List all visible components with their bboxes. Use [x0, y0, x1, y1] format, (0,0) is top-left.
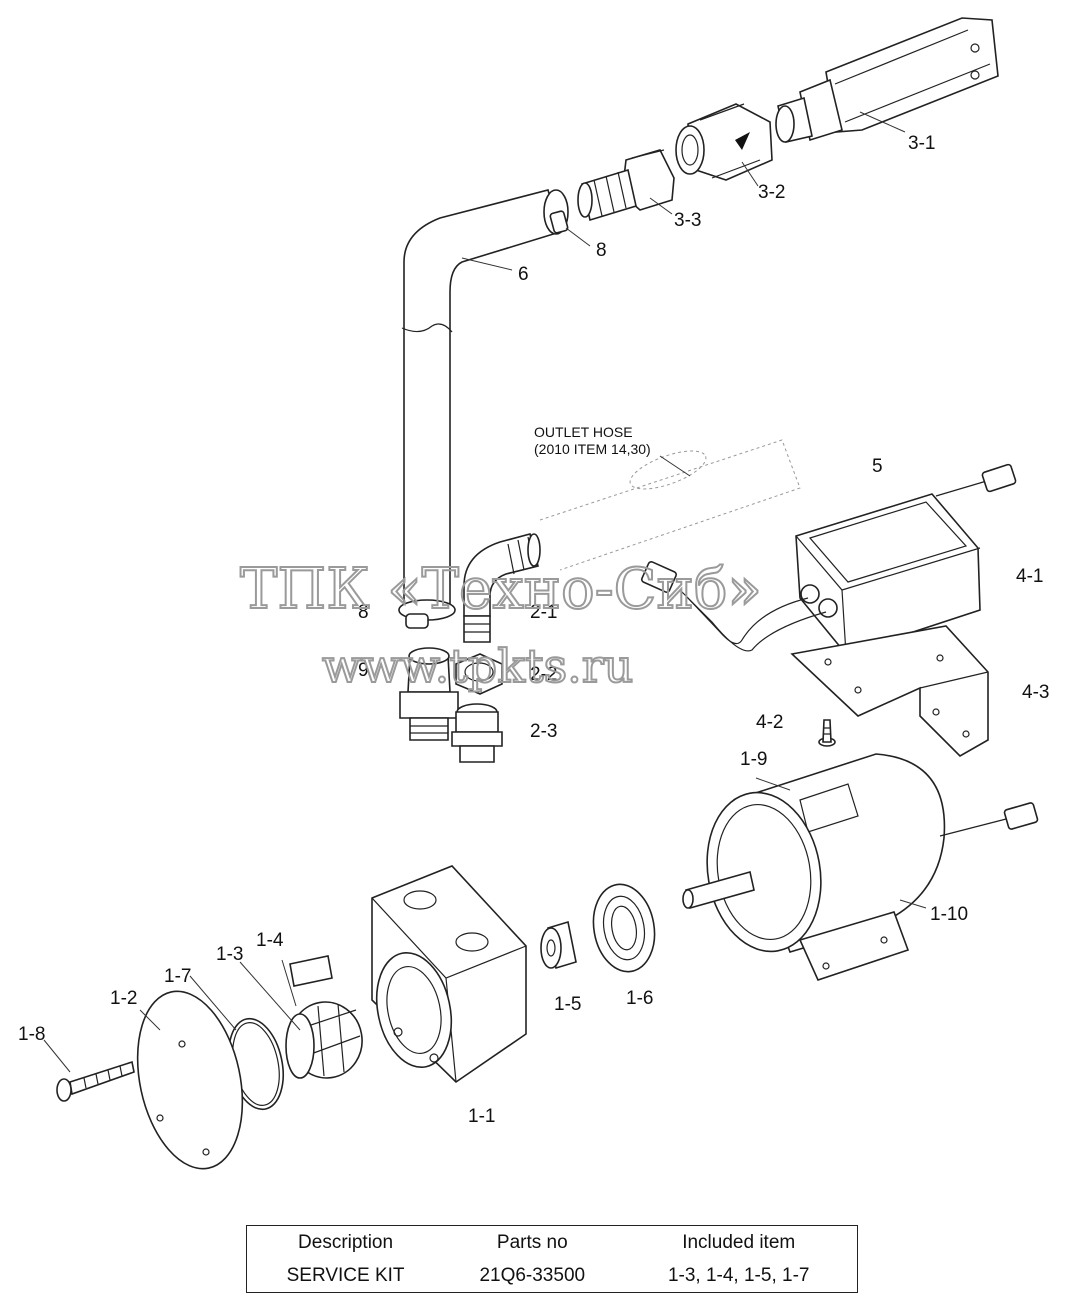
- part-8-lower-clamp: [398, 599, 456, 629]
- outlet-hose-note-line1: OUTLET HOSE: [534, 424, 633, 440]
- callout-3-2: 3-2: [758, 182, 785, 203]
- callout-1-7: 1-7: [164, 966, 191, 987]
- cell-included-item: 1-3, 1-4, 1-5, 1-7: [667, 1264, 810, 1286]
- callout-8-low: 8: [358, 602, 369, 623]
- part-6-bent-hose: [401, 189, 569, 613]
- part-2-3-adapter: [451, 703, 503, 763]
- outlet-hose-note-line2: (2010 ITEM 14,30): [534, 441, 651, 457]
- callout-1-5: 1-5: [554, 994, 581, 1015]
- service-kit-table: Description Parts no Included item SERVI…: [246, 1225, 858, 1293]
- callout-1-10: 1-10: [930, 904, 968, 925]
- callout-3-1: 3-1: [908, 133, 935, 154]
- callout-4-2: 4-2: [756, 712, 783, 733]
- part-1-1-pump-housing: [371, 865, 527, 1084]
- part-3-2-check-valve: [675, 103, 773, 181]
- part-4-3-bracket: [790, 625, 989, 757]
- part-2-1-elbow-barb: [463, 439, 801, 643]
- callout-1-8: 1-8: [18, 1024, 45, 1045]
- callout-1-6: 1-6: [626, 988, 653, 1009]
- part-3-1-hex-adapter: [775, 17, 999, 143]
- outlet-hose-note: OUTLET HOSE (2010 ITEM 14,30): [534, 424, 651, 457]
- part-1-3-impeller: [285, 1001, 363, 1079]
- callout-8-top: 8: [596, 240, 607, 261]
- part-2-2-nut: [455, 653, 503, 695]
- part-3-3-barb-fitting: [577, 149, 675, 222]
- watermark: ТПК «Техно-Сиб» www.tpkts.ru: [239, 556, 763, 694]
- callout-3-3: 3-3: [674, 210, 701, 231]
- part-1-5-spacer: [540, 920, 577, 970]
- callout-2-1: 2-1: [530, 602, 557, 623]
- callout-1-3: 1-3: [216, 944, 243, 965]
- part-1-4-key: [289, 955, 333, 987]
- part-4-1-controller-box: [640, 463, 1017, 655]
- table-header-row: Description Parts no Included item: [247, 1226, 858, 1260]
- part-1-6-bearing: [592, 883, 656, 973]
- callout-1-2: 1-2: [110, 988, 137, 1009]
- callout-9: 9: [358, 660, 369, 681]
- column-header-parts-no: Parts no: [496, 1231, 568, 1253]
- part-1-9-motor: [682, 753, 1039, 981]
- cell-parts-no: 21Q6-33500: [479, 1264, 586, 1286]
- part-1-2-cover-plate: [136, 990, 244, 1170]
- table-row: SERVICE KIT 21Q6-33500 1-3, 1-4, 1-5, 1-…: [247, 1259, 858, 1293]
- part-9-straight-fitting: [399, 647, 459, 741]
- callout-5: 5: [872, 456, 883, 477]
- cell-description: SERVICE KIT: [286, 1264, 405, 1286]
- leader-lines: [43, 111, 927, 1073]
- callout-1-1: 1-1: [468, 1106, 495, 1127]
- callout-4-3: 4-3: [1022, 682, 1049, 703]
- watermark-url: www.tpkts.ru: [322, 639, 633, 693]
- callout-labels: 3-1 3-2 3-3 8 6 5 4-1 8 2-1 9 2-2 4-3 4-…: [18, 133, 1049, 1127]
- part-4-2-screw: [818, 719, 836, 747]
- callout-2-2: 2-2: [530, 664, 557, 685]
- callout-6: 6: [518, 264, 529, 285]
- column-header-description: Description: [298, 1231, 394, 1253]
- watermark-company: ТПК «Техно-Сиб»: [240, 557, 762, 622]
- part-1-8-bolt: [56, 1060, 135, 1102]
- callout-1-4: 1-4: [256, 930, 284, 951]
- callout-1-9: 1-9: [740, 749, 767, 770]
- column-header-included-item: Included item: [682, 1231, 796, 1253]
- callout-4-1: 4-1: [1016, 566, 1043, 587]
- callout-2-3: 2-3: [530, 721, 557, 742]
